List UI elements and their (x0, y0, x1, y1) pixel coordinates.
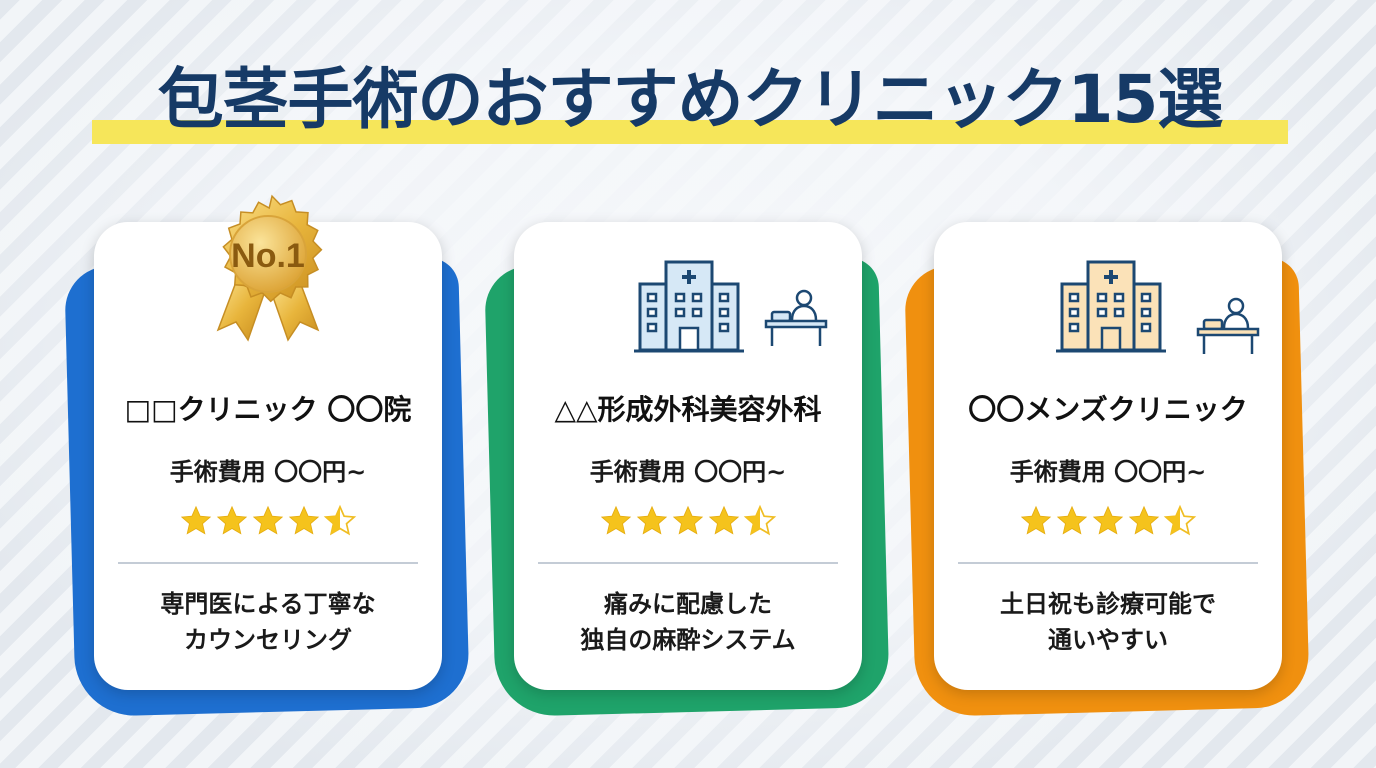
star-full-icon (1020, 505, 1052, 535)
svg-text:No.1: No.1 (231, 237, 305, 275)
star-full-icon (180, 505, 212, 535)
clinic-card-1[interactable]: No.1 □□クリニック 〇〇院 手術費用 〇〇円~ 専門医による丁寧な カウン… (64, 194, 474, 718)
clinic-card-3[interactable]: 〇〇メンズクリニック 手術費用 〇〇円~ 土日祝も診療可能で 通いやすい (904, 222, 1314, 718)
card-divider (118, 562, 418, 564)
star-full-icon (1092, 505, 1124, 535)
reception-desk-icon (764, 289, 828, 346)
feature-line-1: 痛みに配慮した (604, 590, 772, 618)
star-full-icon (1056, 505, 1088, 535)
gold-medal-no1-icon: No.1 (216, 194, 323, 342)
clinic-feature: 痛みに配慮した 独自の麻酔システム (514, 586, 862, 658)
clinic-name: △△形成外科美容外科 (554, 393, 822, 426)
star-full-icon (636, 505, 668, 535)
star-full-icon (216, 505, 248, 535)
page-title-block: 包茎手術のおすすめクリニック15選 (92, 58, 1288, 148)
card-icon-area: No.1 (94, 194, 442, 372)
star-full-icon (1128, 505, 1160, 535)
card-divider (538, 562, 838, 564)
card-divider (958, 562, 1258, 564)
feature-line-1: 専門医による丁寧な (160, 590, 376, 618)
star-full-icon (600, 505, 632, 535)
star-half-icon (743, 504, 777, 536)
card-icon-area (934, 222, 1282, 372)
star-half-icon (1163, 504, 1197, 536)
star-half-icon (323, 504, 357, 536)
surgery-price: 手術費用 〇〇円~ (589, 458, 787, 486)
star-full-icon (252, 505, 284, 535)
clinic-name: □□クリニック 〇〇院 (124, 393, 412, 426)
clinic-name: 〇〇メンズクリニック (968, 393, 1248, 426)
feature-line-2: カウンセリング (184, 626, 352, 654)
hospital-building-icon (634, 260, 744, 353)
clinic-feature: 土日祝も診療可能で 通いやすい (934, 586, 1282, 658)
card-icon-area (514, 222, 862, 372)
card-body: △△形成外科美容外科 手術費用 〇〇円~ 痛みに配慮した 独自の麻酔システム (514, 222, 862, 690)
surgery-price: 手術費用 〇〇円~ (1009, 458, 1207, 486)
card-body: 〇〇メンズクリニック 手術費用 〇〇円~ 土日祝も診療可能で 通いやすい (934, 222, 1282, 690)
hospital-building-icon (1056, 260, 1166, 353)
star-full-icon (672, 505, 704, 535)
rating-stars (934, 504, 1282, 538)
card-body: No.1 □□クリニック 〇〇院 手術費用 〇〇円~ 専門医による丁寧な カウン… (94, 194, 442, 690)
star-full-icon (288, 505, 320, 535)
rating-stars (94, 504, 442, 538)
feature-line-2: 独自の麻酔システム (580, 626, 796, 654)
reception-desk-icon (1196, 297, 1260, 354)
page-title: 包茎手術のおすすめクリニック15選 (157, 61, 1224, 138)
rating-stars (514, 504, 862, 538)
clinic-card-2[interactable]: △△形成外科美容外科 手術費用 〇〇円~ 痛みに配慮した 独自の麻酔システム (484, 222, 894, 718)
clinic-feature: 専門医による丁寧な カウンセリング (94, 586, 442, 658)
surgery-price: 手術費用 〇〇円~ (169, 458, 367, 486)
feature-line-2: 通いやすい (1048, 626, 1168, 654)
feature-line-1: 土日祝も診療可能で (1000, 590, 1216, 618)
title-highlight-bar (92, 120, 1288, 144)
star-full-icon (708, 505, 740, 535)
